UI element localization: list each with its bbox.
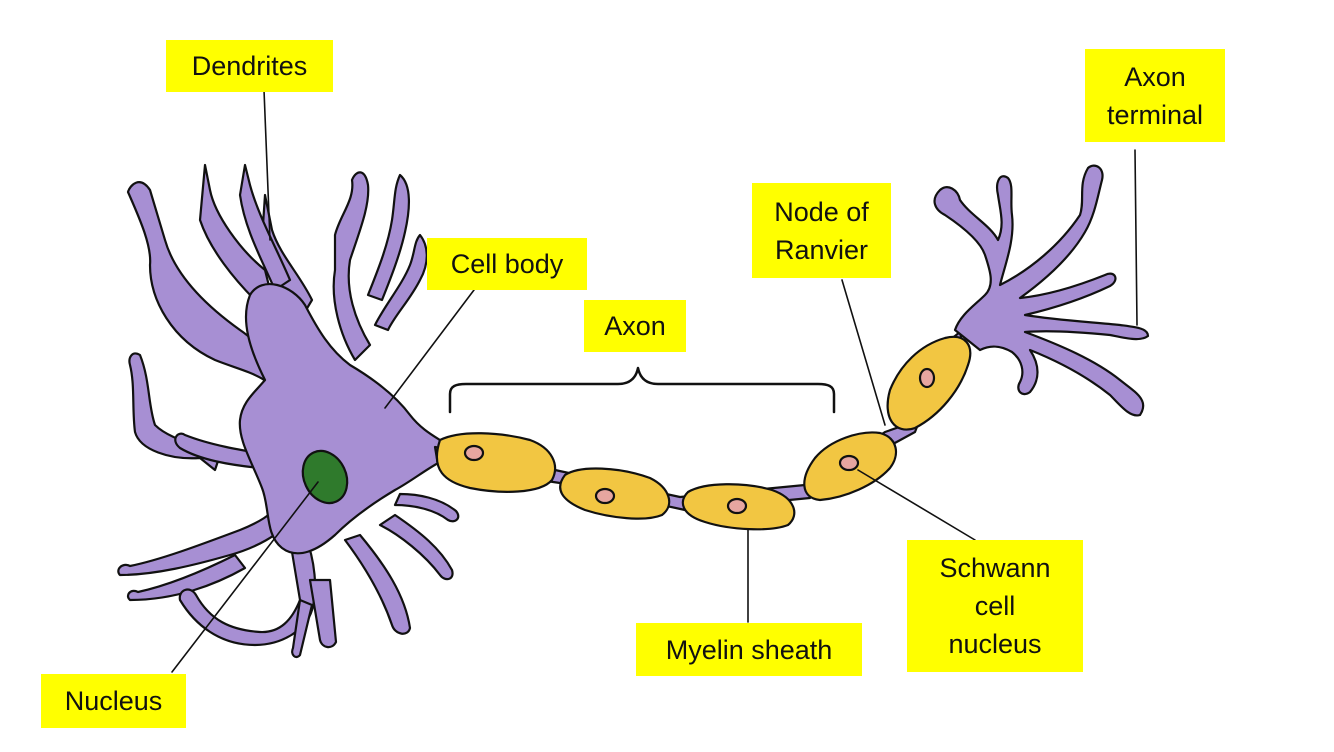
- label-dendrites: Dendrites: [166, 40, 333, 92]
- label-axon: Axon: [584, 300, 686, 352]
- dendrites: [117, 163, 460, 659]
- schwann-cell: [435, 432, 557, 493]
- cell-body: [238, 283, 442, 555]
- nucleus: [301, 449, 349, 505]
- label-node-of-ranvier: Node of Ranvier: [752, 183, 891, 278]
- axon-terminal: [933, 164, 1150, 417]
- label-cell-body: Cell body: [427, 238, 587, 290]
- label-nucleus: Nucleus: [41, 674, 186, 728]
- schwann-cell: [559, 467, 671, 520]
- schwann-cell-nuclei: [463, 367, 936, 515]
- label-myelin-sheath: Myelin sheath: [636, 623, 862, 676]
- label-axon-terminal: Axon terminal: [1085, 49, 1225, 142]
- label-schwann-cell-nucleus: Schwann cell nucleus: [907, 540, 1083, 672]
- axon-brace: [448, 366, 836, 414]
- leader-lines: [171, 89, 1138, 673]
